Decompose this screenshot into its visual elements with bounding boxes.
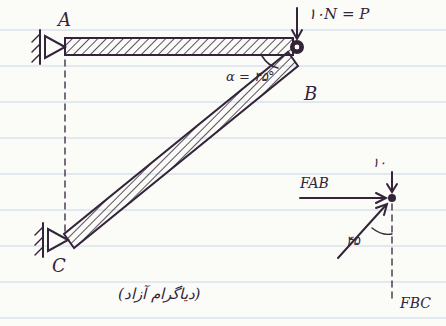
arrow-head: [376, 193, 386, 203]
note-text: (دیاگرام آزاد): [118, 286, 200, 303]
force-label: FBC: [400, 296, 431, 311]
force-label: FAB: [300, 176, 329, 191]
point-label: A: [58, 10, 71, 30]
ground-hatch: [32, 34, 40, 62]
pin-joint: [291, 41, 303, 53]
force-label: ۱۰: [372, 156, 386, 170]
dashed-line: [391, 204, 392, 298]
point-label: B: [304, 84, 317, 104]
ground-hatch: [35, 227, 43, 255]
arrow-head: [387, 184, 397, 192]
dashed-line: [64, 60, 65, 232]
angle-arc: [262, 56, 278, 68]
bar-bc: [64, 52, 298, 248]
force-arrow: [300, 197, 384, 199]
arrow-head: [376, 204, 387, 215]
load-arrow: [296, 8, 298, 38]
angle-arc: [372, 228, 392, 234]
angle-label: α = ۴۵°: [226, 70, 274, 84]
point-label: C: [52, 256, 66, 276]
fbd-point: [389, 195, 395, 201]
load-label: ۱۰N = P: [308, 6, 369, 23]
force-arrow: [391, 172, 393, 191]
angle-label: ۴۵: [346, 234, 360, 248]
arrow-head: [292, 30, 302, 39]
paper-lines: [0, 30, 446, 318]
pin-support: [45, 36, 65, 58]
force-arrow: [338, 205, 386, 258]
bar-ab: [65, 38, 293, 55]
pin-support: [48, 229, 68, 251]
